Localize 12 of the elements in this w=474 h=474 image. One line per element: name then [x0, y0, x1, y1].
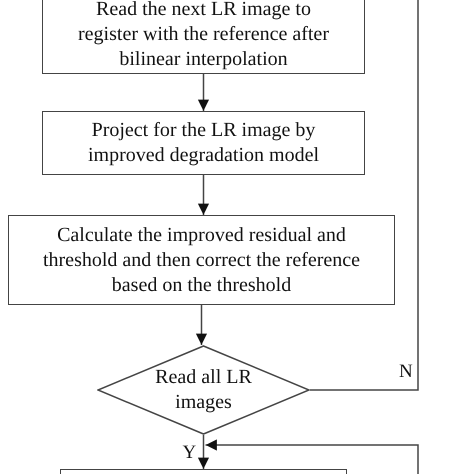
- step-text: Read the next LR image to register with the reference after bilinear interpolation: [77, 0, 330, 72]
- step-text: Calculate the improved residual and threshold and then correct the reference based on the threshold: [42, 222, 362, 298]
- step-text: Project for the LR image by improved degradation model: [86, 118, 320, 168]
- process-box: [42, 0, 365, 74]
- process-box: [8, 215, 395, 305]
- arrow: [206, 439, 419, 474]
- arrow: [198, 74, 210, 111]
- step-text: Read all LR images: [154, 365, 253, 415]
- arrow: [198, 435, 210, 469]
- arrow: [196, 305, 208, 345]
- process-box: [42, 111, 365, 175]
- arrow: [198, 175, 210, 215]
